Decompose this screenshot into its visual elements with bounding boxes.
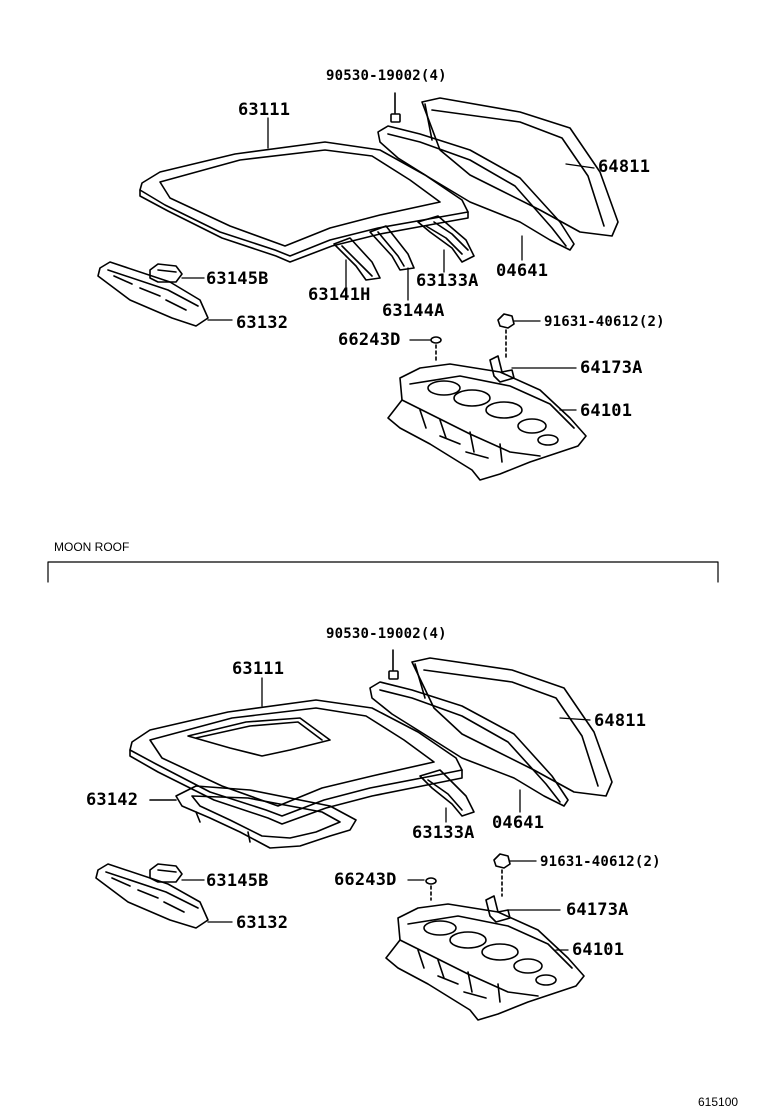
moon-roof-bracket bbox=[47, 561, 719, 583]
label-63111-top: 63111 bbox=[238, 100, 291, 120]
reinforcement-63141H bbox=[333, 237, 381, 281]
label-64811-top: 64811 bbox=[598, 157, 651, 177]
label-91631-40612-top: 91631-40612(2) bbox=[544, 314, 665, 330]
bracket-63145B-moonroof bbox=[149, 863, 183, 883]
bracket-64173A bbox=[489, 355, 515, 383]
section-title-moon-roof: MOON ROOF bbox=[54, 540, 130, 554]
reinforcement-63133A bbox=[417, 215, 475, 263]
label-66243D-bottom: 66243D bbox=[334, 870, 397, 890]
label-04641-bottom: 04641 bbox=[492, 813, 545, 833]
label-90530-19002-top: 90530-19002(4) bbox=[326, 68, 447, 84]
label-63141H-top: 63141H bbox=[308, 285, 371, 305]
label-63111-bottom: 63111 bbox=[232, 659, 285, 679]
diagram-code: 615100 bbox=[698, 1095, 739, 1109]
bracket-63145B bbox=[149, 263, 183, 283]
label-66243D-top: 66243D bbox=[338, 330, 401, 350]
label-91631-40612-bottom: 91631-40612(2) bbox=[540, 854, 661, 870]
weatherstrip-04641 bbox=[377, 125, 575, 251]
label-04641-top: 04641 bbox=[496, 261, 549, 281]
label-64173A-top: 64173A bbox=[580, 358, 643, 378]
label-63145B-bottom: 63145B bbox=[206, 871, 269, 891]
header-panel-63132-moonroof bbox=[95, 863, 209, 929]
plug-66243D-moonroof bbox=[425, 877, 437, 885]
package-tray-64101 bbox=[387, 363, 587, 481]
label-63132-top: 63132 bbox=[236, 313, 289, 333]
weatherstrip-04641-moonroof bbox=[369, 681, 569, 807]
clip-90530-moonroof bbox=[388, 670, 399, 680]
bottom-assembly bbox=[95, 649, 613, 1021]
rear-window-64811 bbox=[421, 97, 619, 237]
label-63145B-top: 63145B bbox=[206, 269, 269, 289]
label-90530-19002-bottom: 90530-19002(4) bbox=[326, 626, 447, 642]
plug-66243D bbox=[430, 336, 442, 344]
label-64101-bottom: 64101 bbox=[572, 940, 625, 960]
bolt-91631 bbox=[497, 313, 515, 359]
package-tray-64101-moonroof bbox=[385, 903, 585, 1021]
label-63142-bottom: 63142 bbox=[86, 790, 139, 810]
bolt-91631-moonroof bbox=[493, 853, 511, 897]
label-63132-bottom: 63132 bbox=[236, 913, 289, 933]
label-63144A-top: 63144A bbox=[382, 301, 445, 321]
leader-lines-bottom bbox=[181, 677, 591, 951]
leader-lines-top bbox=[181, 117, 595, 411]
reinforcement-63133A-moonroof bbox=[419, 769, 475, 817]
sunroof-housing-63142 bbox=[149, 785, 357, 849]
rear-window-64811-moonroof bbox=[411, 657, 613, 797]
header-panel-63132 bbox=[97, 261, 209, 327]
label-63133A-top: 63133A bbox=[416, 271, 479, 291]
roof-panel-63111-moonroof bbox=[129, 699, 463, 825]
label-64173A-bottom: 64173A bbox=[566, 900, 629, 920]
top-assembly bbox=[97, 92, 619, 481]
label-64101-top: 64101 bbox=[580, 401, 633, 421]
roof-panel-63111 bbox=[139, 141, 469, 263]
label-63133A-bottom: 63133A bbox=[412, 823, 475, 843]
bracket-64173A-moonroof bbox=[485, 895, 511, 923]
clip-90530 bbox=[390, 113, 401, 123]
reinforcement-63144A bbox=[369, 225, 415, 271]
label-64811-bottom: 64811 bbox=[594, 711, 647, 731]
